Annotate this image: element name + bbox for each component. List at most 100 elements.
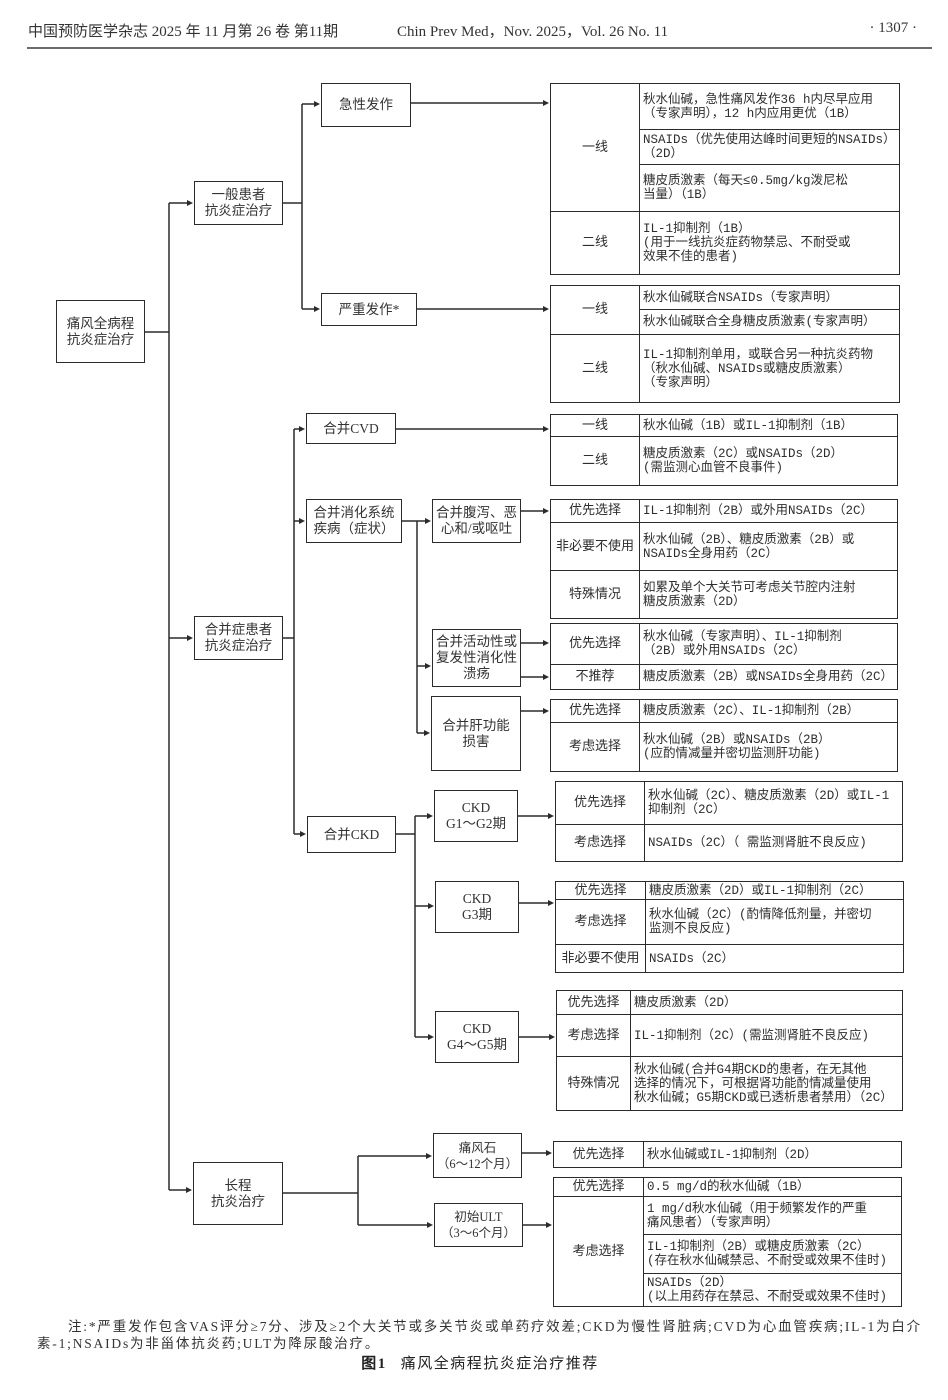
- node-label: 合并活动性或 复发性消化性 溃疡: [436, 634, 517, 681]
- row-label: 优先选择: [555, 881, 646, 900]
- row-label: 优先选择: [550, 623, 640, 665]
- node-acute-attack: 急性发作: [321, 83, 411, 127]
- row-label: 优先选择: [550, 499, 640, 523]
- arrow-right-icon: [300, 831, 306, 837]
- figure-note: 注:*严重发作包含VAS评分≥7分、涉及≥2个大关节或多关节炎或单药疗效差;CK…: [37, 1319, 922, 1351]
- journal-title-en: Chin Prev Med，Nov. 2025，Vol. 26 No. 11: [397, 24, 669, 40]
- recommendation-cell: 糖皮质激素（2D）或IL-1抑制剂（2C）: [645, 881, 904, 900]
- row-label: 优先选择: [553, 1141, 644, 1168]
- node-label: 初始ULT （3～6个月）: [440, 1210, 516, 1240]
- arrow-right-icon: [424, 730, 430, 736]
- table-row: 考虑选择 NSAIDs（2C）（ 需监测肾脏不良反应): [555, 824, 903, 862]
- node-ckd: 合并CKD: [307, 816, 396, 853]
- arrow-right-icon: [428, 1034, 434, 1040]
- recommendation-cell: 秋水仙碱或IL-1抑制剂（2D）: [643, 1141, 902, 1168]
- table-row: 考虑选择 秋水仙碱（2C）(酌情降低剂量，并密切 监测不良反应): [555, 899, 904, 945]
- recommendation-cell: 糖皮质激素（2C）、IL-1抑制剂（2B）: [639, 699, 898, 723]
- table-row: 优先选择 秋水仙碱（专家声明）、IL-1抑制剂 （2B）或外用NSAIDs（2C…: [550, 623, 898, 665]
- node-label: 合并症患者 抗炎症治疗: [204, 622, 273, 653]
- arrow-right-icon: [548, 900, 554, 906]
- arrow-right-icon: [548, 813, 554, 819]
- table-row: 优先选择 IL-1抑制剂（2B）或外用NSAIDs（2C）: [550, 499, 898, 523]
- recommendation-cell: 秋水仙碱（1B）或IL-1抑制剂（1B）: [639, 414, 898, 437]
- row-label: 特殊情况: [550, 570, 640, 619]
- node-label: 急性发作: [339, 97, 393, 112]
- row-label: 二线: [550, 211, 640, 275]
- arrow-right-icon: [546, 1150, 552, 1156]
- arrow-right-icon: [543, 640, 549, 646]
- row-label: 优先选择: [555, 781, 645, 825]
- node-label: 合并消化系统 疾病（症状）: [313, 505, 395, 536]
- peptic-ulcer-table: 优先选择 秋水仙碱（专家声明）、IL-1抑制剂 （2B）或外用NSAIDs（2C…: [550, 623, 898, 690]
- row-label: 优先选择: [550, 699, 640, 723]
- node-label: 合并腹泻、恶 心和/或呕吐: [436, 505, 517, 536]
- node-liver-dysfunction: 合并肝功能 损害: [431, 696, 521, 771]
- node-label: 痛风石 （6～12个月）: [436, 1140, 519, 1171]
- recommendation-cell: NSAIDs（2C）: [645, 944, 904, 973]
- recommendation-cell: 糖皮质激素（2B）或NSAIDs全身用药（2C）: [639, 664, 898, 690]
- recommendation-cell: 糖皮质激素（每天≤0.5mg/kg泼尼松 当量）（1B）: [639, 164, 900, 212]
- recommendation-cell: 糖皮质激素（2D）: [630, 990, 903, 1015]
- row-label: 一线: [550, 285, 640, 335]
- node-initial-ult: 初始ULT （3～6个月）: [434, 1203, 523, 1247]
- table-row: 优先选择 糖皮质激素（2D）或IL-1抑制剂（2C）: [555, 881, 904, 900]
- node-label: CKD G1～G2期: [446, 800, 506, 831]
- table-row: 优先选择 糖皮质激素（2C）、IL-1抑制剂（2B）: [550, 699, 898, 723]
- node-ckd-g4-g5: CKD G4～G5期: [435, 1011, 519, 1063]
- recommendation-cell: 糖皮质激素（2C）或NSAIDs（2D） (需监测心血管不良事件): [639, 436, 898, 486]
- arrow-right-icon: [543, 508, 549, 514]
- table-row: 一线 秋水仙碱联合NSAIDs（专家声明）: [550, 285, 900, 335]
- row-label: 一线: [550, 83, 640, 212]
- table-row: 不推荐 糖皮质激素（2B）或NSAIDs全身用药（2C）: [550, 664, 898, 690]
- arrow-right-icon: [428, 903, 434, 909]
- arrow-right-icon: [426, 1153, 432, 1159]
- recommendation-cell: 秋水仙碱，急性痛风发作36 h内尽早应用 （专家声明），12 h内应用更优（1B…: [639, 83, 900, 130]
- arrow-right-icon: [543, 708, 549, 714]
- node-general-patients: 一般患者 抗炎症治疗: [194, 181, 283, 225]
- journal-title-cn: 中国预防医学杂志 2025 年 11 月第 26 卷 第11期: [28, 24, 339, 40]
- row-label: 非必要不使用: [555, 944, 646, 973]
- table-row: 优先选择 秋水仙碱或IL-1抑制剂（2D）: [553, 1141, 902, 1168]
- arrow-right-icon: [187, 200, 193, 206]
- liver-dysfunction-table: 优先选择 糖皮质激素（2C）、IL-1抑制剂（2B） 考虑选择 秋水仙碱（2B）…: [550, 699, 898, 772]
- table-row: 二线 IL-1抑制剂（1B） (用于一线抗炎症药物禁忌、不耐受或 效果不佳的患者…: [550, 211, 900, 275]
- node-label: 严重发作*: [338, 301, 400, 317]
- figure-title: 痛风全病程抗炎症治疗推荐: [400, 1356, 599, 1372]
- recommendation-cell: 1 mg/d秋水仙碱（用于频繁发作的严重 痛风患者）（专家声明）: [643, 1196, 902, 1235]
- node-label: 合并肝功能 损害: [442, 717, 510, 749]
- recommendation-cell: 如累及单个大关节可考虑关节腔内注射 糖皮质激素（2D）: [639, 570, 898, 619]
- diarrhea-nausea-table: 优先选择 IL-1抑制剂（2B）或外用NSAIDs（2C） 非必要不使用 秋水仙…: [550, 499, 898, 619]
- arrow-right-icon: [427, 813, 433, 819]
- arrow-right-icon: [543, 426, 549, 432]
- arrow-right-icon: [546, 1222, 552, 1228]
- ckd-g3-table: 优先选择 糖皮质激素（2D）或IL-1抑制剂（2C） 考虑选择 秋水仙碱（2C）…: [555, 881, 904, 973]
- recommendation-cell: 秋水仙碱（专家声明）、IL-1抑制剂 （2B）或外用NSAIDs（2C）: [639, 623, 898, 665]
- recommendation-cell: IL-1抑制剂（1B） (用于一线抗炎症药物禁忌、不耐受或 效果不佳的患者): [639, 211, 900, 275]
- arrow-right-icon: [425, 518, 431, 524]
- node-cvd: 合并CVD: [306, 413, 396, 444]
- table-row: 一线 秋水仙碱（1B）或IL-1抑制剂（1B）: [550, 414, 898, 437]
- table-row: 非必要不使用 NSAIDs（2C）: [555, 944, 904, 973]
- recommendation-cell: NSAIDs（2C）（ 需监测肾脏不良反应): [644, 824, 903, 862]
- node-digestive: 合并消化系统 疾病（症状）: [306, 499, 402, 543]
- figure-number: 图1: [361, 1356, 387, 1372]
- node-ckd-g3: CKD G3期: [435, 881, 519, 933]
- node-comorbid-patients: 合并症患者 抗炎症治疗: [194, 616, 283, 660]
- recommendation-cell: NSAIDs（2D） (以上用药存在禁忌、不耐受或效果不佳时): [643, 1273, 902, 1307]
- table-row: NSAIDs（优先使用达峰时间更短的NSAIDs） （2D）: [551, 129, 900, 165]
- row-label: 考虑选择: [550, 722, 640, 772]
- arrow-right-icon: [314, 306, 320, 312]
- arrow-right-icon: [314, 101, 320, 107]
- recommendation-cell: 秋水仙碱(合并G4期CKD的患者，在无其他 选择的情况下，可根据肾功能酌情减量使…: [630, 1056, 903, 1111]
- row-label: 考虑选择: [556, 1014, 631, 1057]
- arrow-right-icon: [549, 1034, 555, 1040]
- page-number: · 1307 ·: [869, 20, 918, 36]
- figure-caption: 图1 痛风全病程抗炎症治疗推荐: [6, 1352, 948, 1373]
- table-row: 考虑选择 IL-1抑制剂（2C）(需监测肾脏不良反应): [556, 1014, 903, 1057]
- row-label: 考虑选择: [555, 899, 646, 945]
- ckd-g4-g5-table: 优先选择 糖皮质激素（2D） 考虑选择 IL-1抑制剂（2C）(需监测肾脏不良反…: [556, 990, 903, 1111]
- arrow-right-icon: [299, 518, 305, 524]
- node-label: CKD G3期: [462, 891, 492, 922]
- row-label: 二线: [550, 334, 640, 403]
